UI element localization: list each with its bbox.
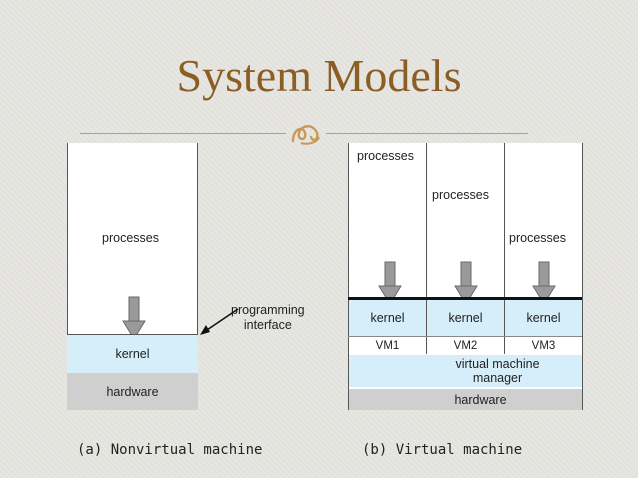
caption-virtual: (b) Virtual machine (362, 442, 523, 458)
vm-divider-2 (504, 143, 505, 354)
left-border (67, 143, 68, 410)
vm1-label-box: VM1 (349, 337, 426, 354)
left-down-arrow (122, 296, 146, 340)
right-diag-right-border (582, 143, 583, 410)
programming-interface-label: programming interface (231, 303, 305, 332)
vm2-down-arrow (454, 261, 478, 305)
vm2-kernel-label: kernel (448, 311, 483, 325)
title-rule-right (326, 133, 528, 134)
left-hardware-box: hardware (67, 373, 198, 410)
vm3-label-box: VM3 (505, 337, 582, 354)
vm2-kernel-box: kernel (427, 300, 504, 336)
vm2-label-box: VM2 (427, 337, 504, 354)
right-border (197, 143, 198, 410)
vm1-processes-label: processes (357, 149, 414, 163)
vmm-label-line2: manager (472, 371, 523, 385)
vm1-down-arrow (378, 261, 402, 305)
vm3-kernel-label: kernel (526, 311, 561, 325)
vm1-kernel-label: kernel (370, 311, 405, 325)
vm1-kernel-box: kernel (349, 300, 426, 336)
vm3-processes-label: processes (509, 231, 566, 245)
caption-nonvirtual: (a) Nonvirtual machine (77, 442, 263, 458)
left-kernel-box: kernel (67, 335, 198, 373)
interface-pointer-arrow (200, 308, 239, 335)
vm-divider-1 (426, 143, 427, 354)
swirl-ornament-icon (291, 125, 320, 145)
left-hardware-label: hardware (106, 384, 159, 399)
vmm-label-line1: virtual machine (455, 357, 540, 371)
right-hardware-label: hardware (454, 392, 507, 407)
vm-label-top-line (348, 336, 582, 337)
vm3-down-arrow (532, 261, 556, 305)
left-kernel-label: kernel (115, 347, 150, 361)
vm-interface-line (348, 297, 582, 300)
left-processes-label: processes (102, 231, 159, 245)
title-rule-left (80, 133, 286, 134)
vmm-box: virtual machine manager (349, 355, 582, 387)
vm3-kernel-box: kernel (505, 300, 582, 336)
right-hardware-box: hardware (349, 389, 582, 410)
slide-title: System Models (176, 50, 462, 101)
vm2-processes-label: processes (432, 188, 489, 202)
right-diag-left-border (348, 143, 349, 410)
left-kernel-top-line (67, 334, 198, 335)
